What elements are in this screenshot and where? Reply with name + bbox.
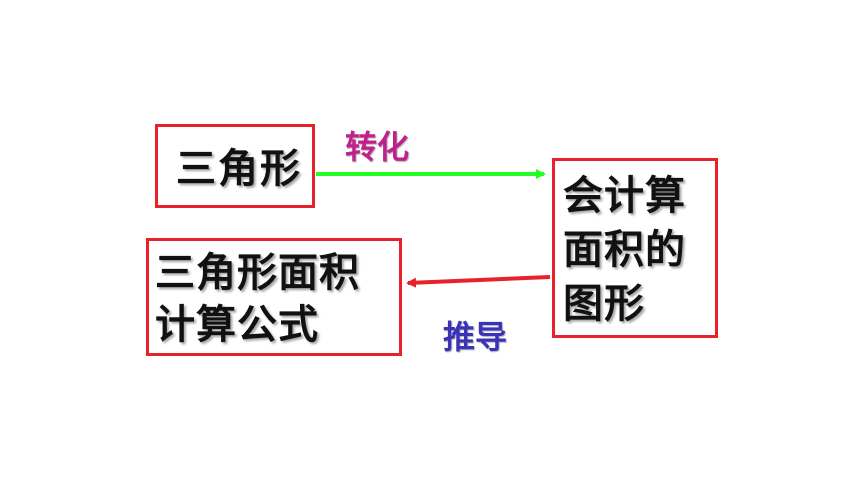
node-formula-line-1: 三角形面积 xyxy=(155,250,360,296)
node-known-line-3: 图形 xyxy=(563,281,645,327)
edge-label-transform: 转化 xyxy=(345,128,410,166)
node-triangle: 三角形 xyxy=(155,124,315,208)
edge-label-derive: 推导 xyxy=(443,318,508,356)
node-known-line-2: 面积的 xyxy=(563,227,686,273)
node-known-area-shape: 会计算 面积的 图形 xyxy=(552,158,718,338)
derive-arrow xyxy=(406,275,551,288)
node-known-line-1: 会计算 xyxy=(563,173,686,219)
node-triangle-text: 三角形 xyxy=(176,146,302,192)
node-formula-line-2: 计算公式 xyxy=(155,302,319,348)
node-area-formula: 三角形面积 计算公式 xyxy=(146,238,402,356)
